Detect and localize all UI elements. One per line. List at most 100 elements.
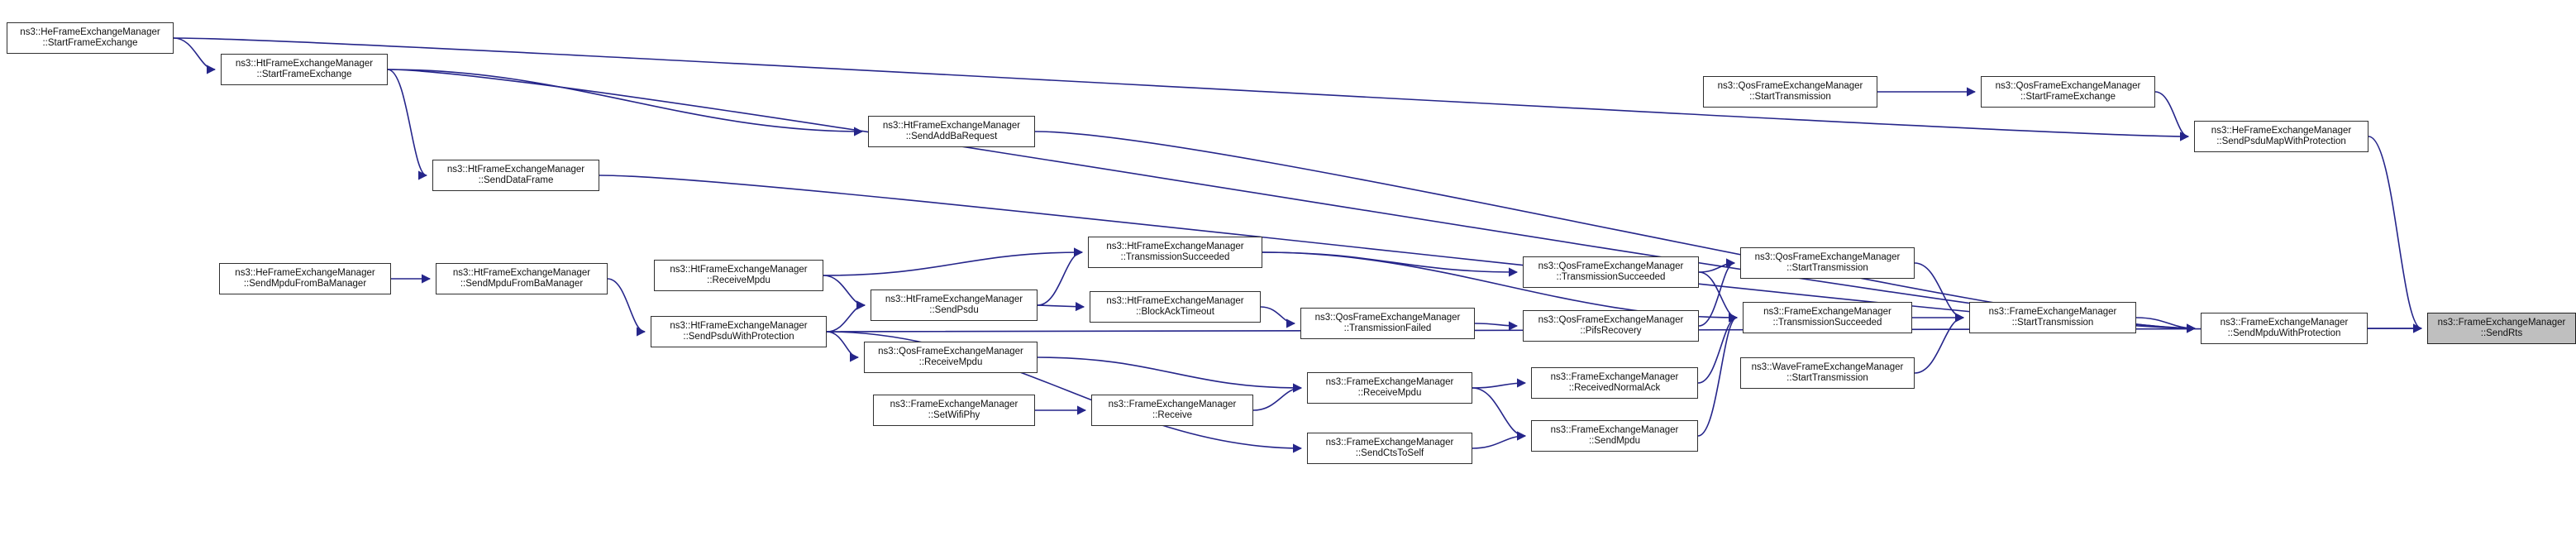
graph-node[interactable]: ns3::QosFrameExchangeManager::Transmissi… [1523,256,1699,288]
node-class-label: ns3::HtFrameExchangeManager [885,294,1023,304]
node-method-label: ::TransmissionSucceeded [1120,252,1230,262]
graph-node[interactable]: ns3::HeFrameExchangeManager::SendPsduMap… [2194,121,2368,152]
graph-edge [1252,383,1303,411]
node-class-label: ns3::QosFrameExchangeManager [1717,80,1863,91]
graph-edge [826,300,866,333]
node-method-label: ::StartFrameExchange [42,38,138,48]
node-class-label: ns3::FrameExchangeManager [1550,371,1679,382]
node-class-label: ns3::HtFrameExchangeManager [882,120,1021,131]
graph-node[interactable]: ns3::HeFrameExchangeManager::SendMpduFro… [219,263,391,294]
graph-node[interactable]: ns3::FrameExchangeManager::SendRts [2427,313,2576,344]
graph-node[interactable]: ns3::HtFrameExchangeManager::SendDataFra… [432,160,599,191]
graph-node[interactable]: ns3::HtFrameExchangeManager::SendMpduFro… [436,263,608,294]
node-method-label: ::SendMpduWithProtection [2227,328,2341,338]
graph-edge [1472,387,1527,441]
graph-edge [173,37,217,74]
node-class-label: ns3::FrameExchangeManager [1108,399,1237,409]
graph-node[interactable]: ns3::FrameExchangeManager::StartTransmis… [1969,302,2136,333]
node-method-label: ::SendMpduFromBaManager [460,279,584,289]
graph-edge [1698,258,1736,327]
graph-node[interactable]: ns3::FrameExchangeManager::Receive [1091,395,1253,426]
graph-edge [1914,313,1965,374]
graph-node[interactable]: ns3::QosFrameExchangeManager::Transmissi… [1300,308,1475,339]
graph-edge [1472,378,1527,389]
node-class-label: ns3::HeFrameExchangeManager [235,267,375,278]
node-method-label: ::SendAddBaRequest [905,132,998,141]
graph-node[interactable]: ns3::FrameExchangeManager::SendMpdu [1531,420,1698,452]
graph-node[interactable]: ns3::HtFrameExchangeManager::SendPsduWit… [651,316,827,347]
graph-edge [1037,247,1084,306]
node-class-label: ns3::HtFrameExchangeManager [670,264,808,275]
node-method-label: ::ReceivedNormalAck [1568,383,1661,393]
graph-edge [1037,302,1085,312]
node-method-label: ::ReceiveMpdu [707,275,770,285]
node-method-label: ::StartTransmission [1787,263,1868,273]
node-method-label: ::SetWifiPhy [928,410,980,420]
graph-node[interactable]: ns3::QosFrameExchangeManager::StartTrans… [1703,76,1877,108]
graph-node[interactable]: ns3::FrameExchangeManager::SendCtsToSelf [1307,433,1472,464]
node-method-label: ::BlockAckTimeout [1136,307,1214,317]
node-method-label: ::StartFrameExchange [2020,92,2116,102]
graph-node[interactable]: ns3::HeFrameExchangeManager::StartFrameE… [7,22,174,54]
node-method-label: ::StartTransmission [1749,92,1831,102]
node-class-label: ns3::HtFrameExchangeManager [452,267,591,278]
node-class-label: ns3::HtFrameExchangeManager [446,164,585,175]
node-method-label: ::StartTransmission [1787,373,1868,383]
graph-node[interactable]: ns3::HtFrameExchangeManager::SendAddBaRe… [868,116,1035,147]
node-class-label: ns3::FrameExchangeManager [2437,317,2566,328]
node-method-label: ::SendPsduMapWithProtection [2216,136,2346,146]
graph-edge [1474,321,1519,331]
graph-edge [823,247,1084,276]
node-method-label: ::SendMpduFromBaManager [243,279,367,289]
node-method-label: ::PifsRecovery [1580,326,1642,336]
graph-node[interactable]: ns3::FrameExchangeManager::SendMpduWithP… [2201,313,2368,344]
graph-edge [1697,313,1739,384]
node-method-label: ::SendPsduWithProtection [683,332,794,342]
graph-node[interactable]: ns3::HtFrameExchangeManager::SendPsdu [871,290,1038,321]
graph-edge [387,69,864,136]
graph-node[interactable]: ns3::HtFrameExchangeManager::BlockAckTim… [1090,291,1261,323]
graph-node[interactable]: ns3::FrameExchangeManager::ReceiveMpdu [1307,372,1472,404]
graph-node[interactable]: ns3::FrameExchangeManager::ReceivedNorma… [1531,367,1698,399]
node-class-label: ns3::QosFrameExchangeManager [878,346,1023,357]
graph-edge [2135,317,2197,333]
node-class-label: ns3::HtFrameExchangeManager [670,320,808,331]
node-class-label: ns3::FrameExchangeManager [890,399,1018,409]
graph-node[interactable]: ns3::HtFrameExchangeManager::ReceiveMpdu [654,260,823,291]
graph-edge [1698,258,1736,273]
graph-edge [607,278,646,337]
graph-node[interactable]: ns3::HtFrameExchangeManager::StartFrameE… [221,54,388,85]
node-class-label: ns3::FrameExchangeManager [1550,424,1679,435]
graph-node[interactable]: ns3::QosFrameExchangeManager::StartTrans… [1740,247,1915,279]
graph-edge [1037,357,1303,393]
graph-edge [826,331,860,362]
graph-edge [1472,431,1527,449]
graph-node[interactable]: ns3::HtFrameExchangeManager::Transmissio… [1088,237,1262,268]
graph-node[interactable]: ns3::QosFrameExchangeManager::StartFrame… [1981,76,2155,108]
graph-node[interactable]: ns3::QosFrameExchangeManager::PifsRecove… [1523,310,1699,342]
node-class-label: ns3::WaveFrameExchangeManager [1751,361,1904,372]
graph-edge [173,37,2190,141]
node-method-label: ::SendMpdu [1588,436,1640,446]
node-class-label: ns3::FrameExchangeManager [1325,437,1454,447]
graph-node[interactable]: ns3::FrameExchangeManager::TransmissionS… [1743,302,1912,333]
graph-edge [1697,313,1739,437]
node-class-label: ns3::FrameExchangeManager [1763,306,1891,317]
graph-node[interactable]: ns3::FrameExchangeManager::SetWifiPhy [873,395,1035,426]
node-method-label: ::SendDataFrame [478,175,554,185]
graph-edge [1698,271,1739,323]
node-method-label: ::TransmissionSucceeded [1556,272,1666,282]
node-class-label: ns3::FrameExchangeManager [2220,317,2349,328]
graph-edge [387,69,428,180]
node-method-label: ::Receive [1152,410,1192,420]
graph-edge [599,175,2197,333]
node-class-label: ns3::HeFrameExchangeManager [2211,125,2352,136]
graph-edge [1260,306,1296,328]
node-class-label: ns3::HtFrameExchangeManager [1106,295,1244,306]
node-method-label: ::SendRts [2480,328,2523,338]
graph-node[interactable]: ns3::QosFrameExchangeManager::ReceiveMpd… [864,342,1038,373]
graph-edge [1262,251,1519,277]
graph-edge [2154,91,2190,141]
graph-node[interactable]: ns3::WaveFrameExchangeManager::StartTran… [1740,357,1915,389]
graph-edge [2368,136,2423,333]
